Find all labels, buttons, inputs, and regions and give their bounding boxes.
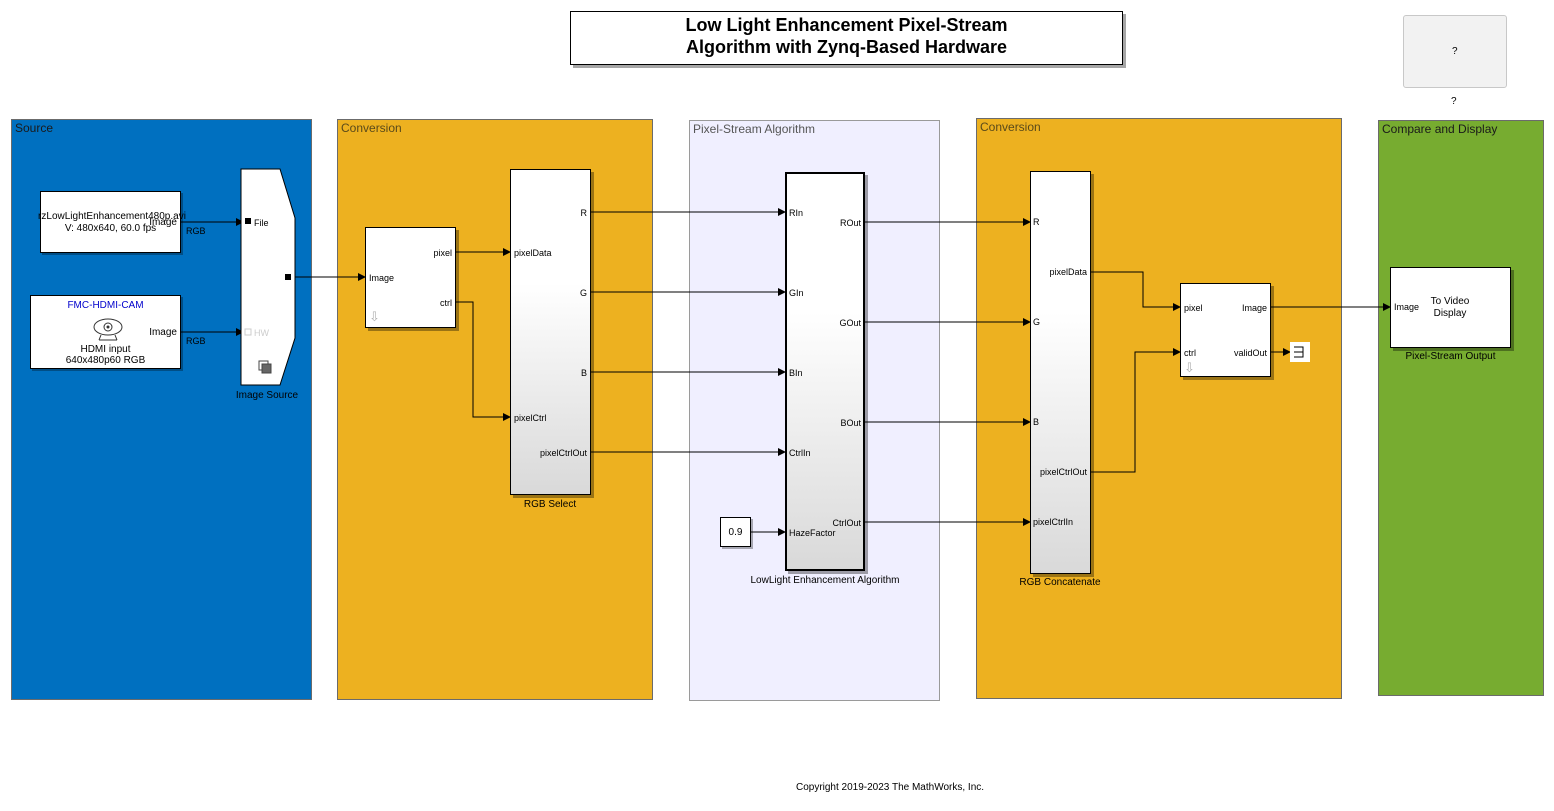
image-source-label: Image Source (235, 390, 299, 401)
file-port-marker (245, 218, 251, 224)
rgb-select-out-pixelctrlout: pixelCtrlOut (539, 448, 587, 458)
file-reader-filename: rzLowLightEnhancement480p.avi (38, 211, 186, 222)
rgb-concat-out-pixeldata: pixelData (1049, 267, 1087, 277)
ptf-in-ctrl: ctrl (1184, 348, 1196, 358)
help-button-label: ? (1452, 46, 1458, 57)
hw-port-marker (244, 328, 252, 336)
area-compare-display: Compare and Display (1378, 120, 1544, 696)
ptf-out-validout: validOut (1233, 348, 1267, 358)
ftp-port-image: Image (369, 273, 395, 283)
copyright-text: Copyright 2019-2023 The MathWorks, Inc. (795, 782, 985, 793)
camera-icon (93, 318, 123, 341)
area-conversion-output-label: Conversion (980, 120, 1041, 134)
video-display-label: Pixel-Stream Output (1405, 351, 1496, 362)
algo-out-ctrlout: CtrlOut (832, 518, 861, 528)
ptf-in-pixel: pixel (1184, 303, 1203, 313)
hdmi-camera-block[interactable]: FMC-HDMI-CAM Image HDMI input 640x480p60… (30, 295, 181, 369)
rgb-concat-in-b: B (1033, 417, 1040, 427)
rgb-concatenate-label: RGB Concatenate (1019, 577, 1101, 588)
down-arrow-icon: ⇩ (369, 309, 380, 324)
hdmi-port-image: Image (149, 327, 177, 338)
wire-ctrl (456, 301, 511, 421)
video-file-reader-block[interactable]: rzLowLightEnhancement480p.avi V: 480x640… (38, 191, 186, 253)
rgb-select-out-b: B (580, 368, 587, 378)
wire-pixelctrlout (1090, 348, 1181, 473)
output-port-marker (285, 274, 291, 280)
algo-in-rin: RIn (789, 208, 804, 218)
algo-out-bout: BOut (840, 418, 861, 428)
video-display-line-1: To Video (1430, 296, 1470, 307)
help-caption: ? (1451, 96, 1457, 107)
ptf-out-image: Image (1241, 303, 1267, 313)
rgb-select-block[interactable]: pixelData pixelCtrl R G B pixelCtrlOut (510, 169, 591, 495)
rgb-concatenate-block[interactable]: R G B pixelCtrlIn pixelData pixelCtrlOut (1030, 171, 1091, 574)
hdmi-header: FMC-HDMI-CAM (67, 300, 144, 311)
rgb-select-out-g: G (579, 288, 587, 298)
hdmi-line-1: HDMI input (80, 344, 131, 355)
rgb-concat-in-pixelctrlin: pixelCtrlIn (1033, 517, 1074, 527)
ftp-port-ctrl: ctrl (440, 298, 452, 308)
area-source-label: Source (15, 121, 54, 135)
file-reader-port-image: Image (149, 217, 177, 228)
algo-in-bin: BIn (789, 368, 803, 378)
frame-to-pixels-block[interactable]: Image pixel ctrl ⇩ (365, 227, 456, 328)
algorithm-label: LowLight Enhancement Algorithm (750, 575, 900, 586)
rgb-select-out-r: R (580, 208, 588, 218)
area-compare-display-label: Compare and Display (1382, 122, 1498, 136)
haze-factor-constant[interactable]: 0.9 (720, 517, 751, 547)
area-conversion-input-label: Conversion (341, 121, 402, 135)
image-source-port-hw: HW (254, 328, 269, 338)
algo-in-gin: GIn (789, 288, 804, 298)
area-conversion-input: Conversion (337, 119, 653, 700)
ftp-port-pixel: pixel (433, 248, 452, 258)
algo-out-gout: GOut (839, 318, 861, 328)
video-display-line-2: Display (1433, 308, 1467, 319)
wire-pixeldata (1090, 271, 1181, 311)
down-arrow-icon: ⇩ (1184, 360, 1195, 375)
rgb-concat-out-pixelctrlout: pixelCtrlOut (1039, 467, 1087, 477)
algo-out-rout: ROut (839, 218, 861, 228)
area-algorithm-label: Pixel-Stream Algorithm (693, 122, 816, 136)
rgb-concat-in-g: G (1033, 317, 1041, 327)
rgb-concat-in-r: R (1033, 217, 1040, 227)
title-line-1: Low Light Enhancement Pixel-Stream (685, 15, 1008, 35)
file-reader-format: V: 480x640, 60.0 fps (64, 223, 157, 234)
hdmi-signal-label: RGB (186, 336, 206, 346)
to-video-display-block[interactable]: Image To Video Display (1390, 267, 1511, 348)
hdmi-line-2: 640x480p60 RGB (65, 355, 146, 366)
terminator-block[interactable] (1290, 342, 1312, 363)
help-button[interactable]: ? (1403, 15, 1507, 88)
title-block: Low Light Enhancement Pixel-Stream Algor… (570, 11, 1123, 65)
rgb-select-in-pixelctrl: pixelCtrl (514, 413, 547, 423)
algo-in-ctrlin: CtrlIn (789, 448, 811, 458)
image-source-port-file: File (254, 218, 269, 228)
constant-value: 0.9 (728, 527, 743, 538)
pixels-to-frame-block[interactable]: pixel ctrl Image validOut ⇩ (1180, 283, 1271, 377)
algo-in-hazefactor: HazeFactor (789, 528, 836, 538)
video-display-port-image: Image (1394, 302, 1420, 312)
title-line-2: Algorithm with Zynq-Based Hardware (685, 37, 1008, 57)
file-signal-label: RGB (186, 226, 206, 236)
rgb-select-in-pixeldata: pixelData (514, 248, 552, 258)
image-source-block[interactable] (240, 168, 300, 390)
lowlight-algorithm-block[interactable]: RIn GIn BIn CtrlIn HazeFactor ROut GOut … (785, 172, 865, 571)
rgb-select-label: RGB Select (523, 499, 577, 510)
